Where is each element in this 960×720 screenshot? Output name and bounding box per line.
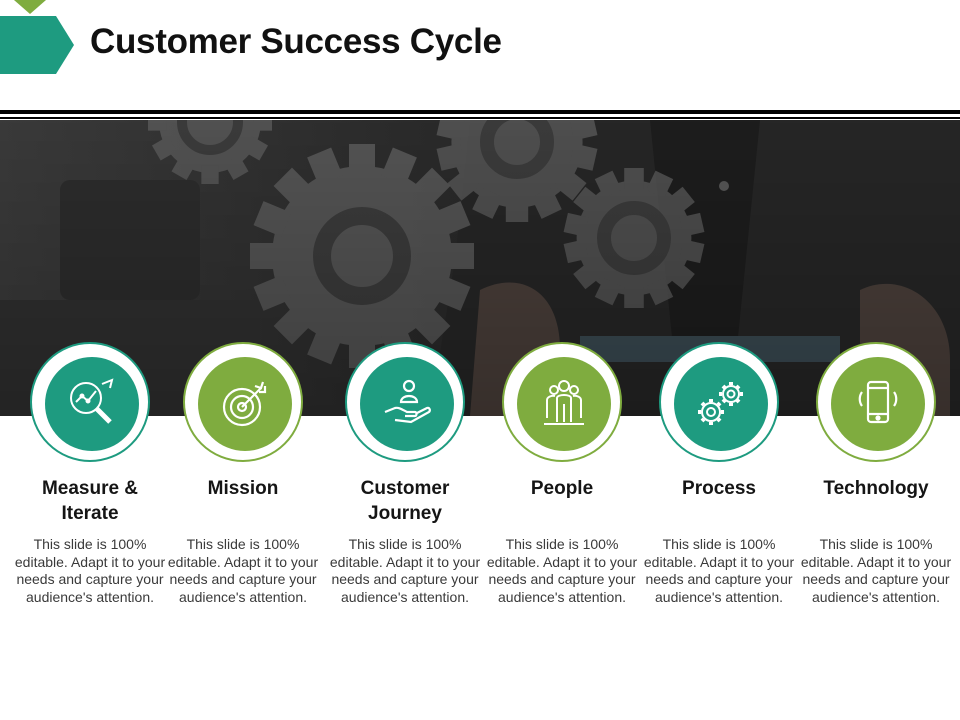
- people-group-icon: [544, 380, 584, 425]
- icon-circle: [30, 342, 150, 462]
- icon-circle: [502, 342, 622, 462]
- target-icon: [222, 381, 267, 427]
- item-description: This slide is 100% editable. Adapt it to…: [486, 536, 638, 605]
- magnifier-chart-icon: [70, 378, 114, 424]
- item-description: This slide is 100% editable. Adapt it to…: [643, 536, 795, 605]
- header-divider: [0, 110, 960, 114]
- item-title: Mission: [207, 478, 279, 499]
- hand-person-icon: [384, 379, 431, 424]
- item-description: This slide is 100% editable. Adapt it to…: [14, 536, 166, 605]
- icon-circle: [345, 342, 465, 462]
- item-title: Technology: [823, 478, 929, 499]
- gears-icon: [698, 382, 743, 425]
- icon-circle: [659, 342, 779, 462]
- smartphone-icon: [858, 380, 898, 424]
- corner-arrow-tab: [0, 0, 74, 74]
- item-description: This slide is 100% editable. Adapt it to…: [167, 536, 319, 605]
- header-divider-thin: [0, 117, 960, 119]
- icon-circle: [816, 342, 936, 462]
- item-title: People: [530, 478, 594, 499]
- item-title: Customer Journey: [360, 478, 450, 524]
- item-description: This slide is 100% editable. Adapt it to…: [329, 536, 481, 605]
- item-title: Process: [682, 478, 756, 499]
- cycle-items: Measure & Iterate This slide is 100% edi…: [0, 340, 960, 720]
- page-title: Customer Success Cycle: [90, 22, 502, 61]
- item-title: Measure & Iterate: [41, 478, 139, 524]
- item-description: This slide is 100% editable. Adapt it to…: [800, 536, 952, 605]
- icon-circle: [183, 342, 303, 462]
